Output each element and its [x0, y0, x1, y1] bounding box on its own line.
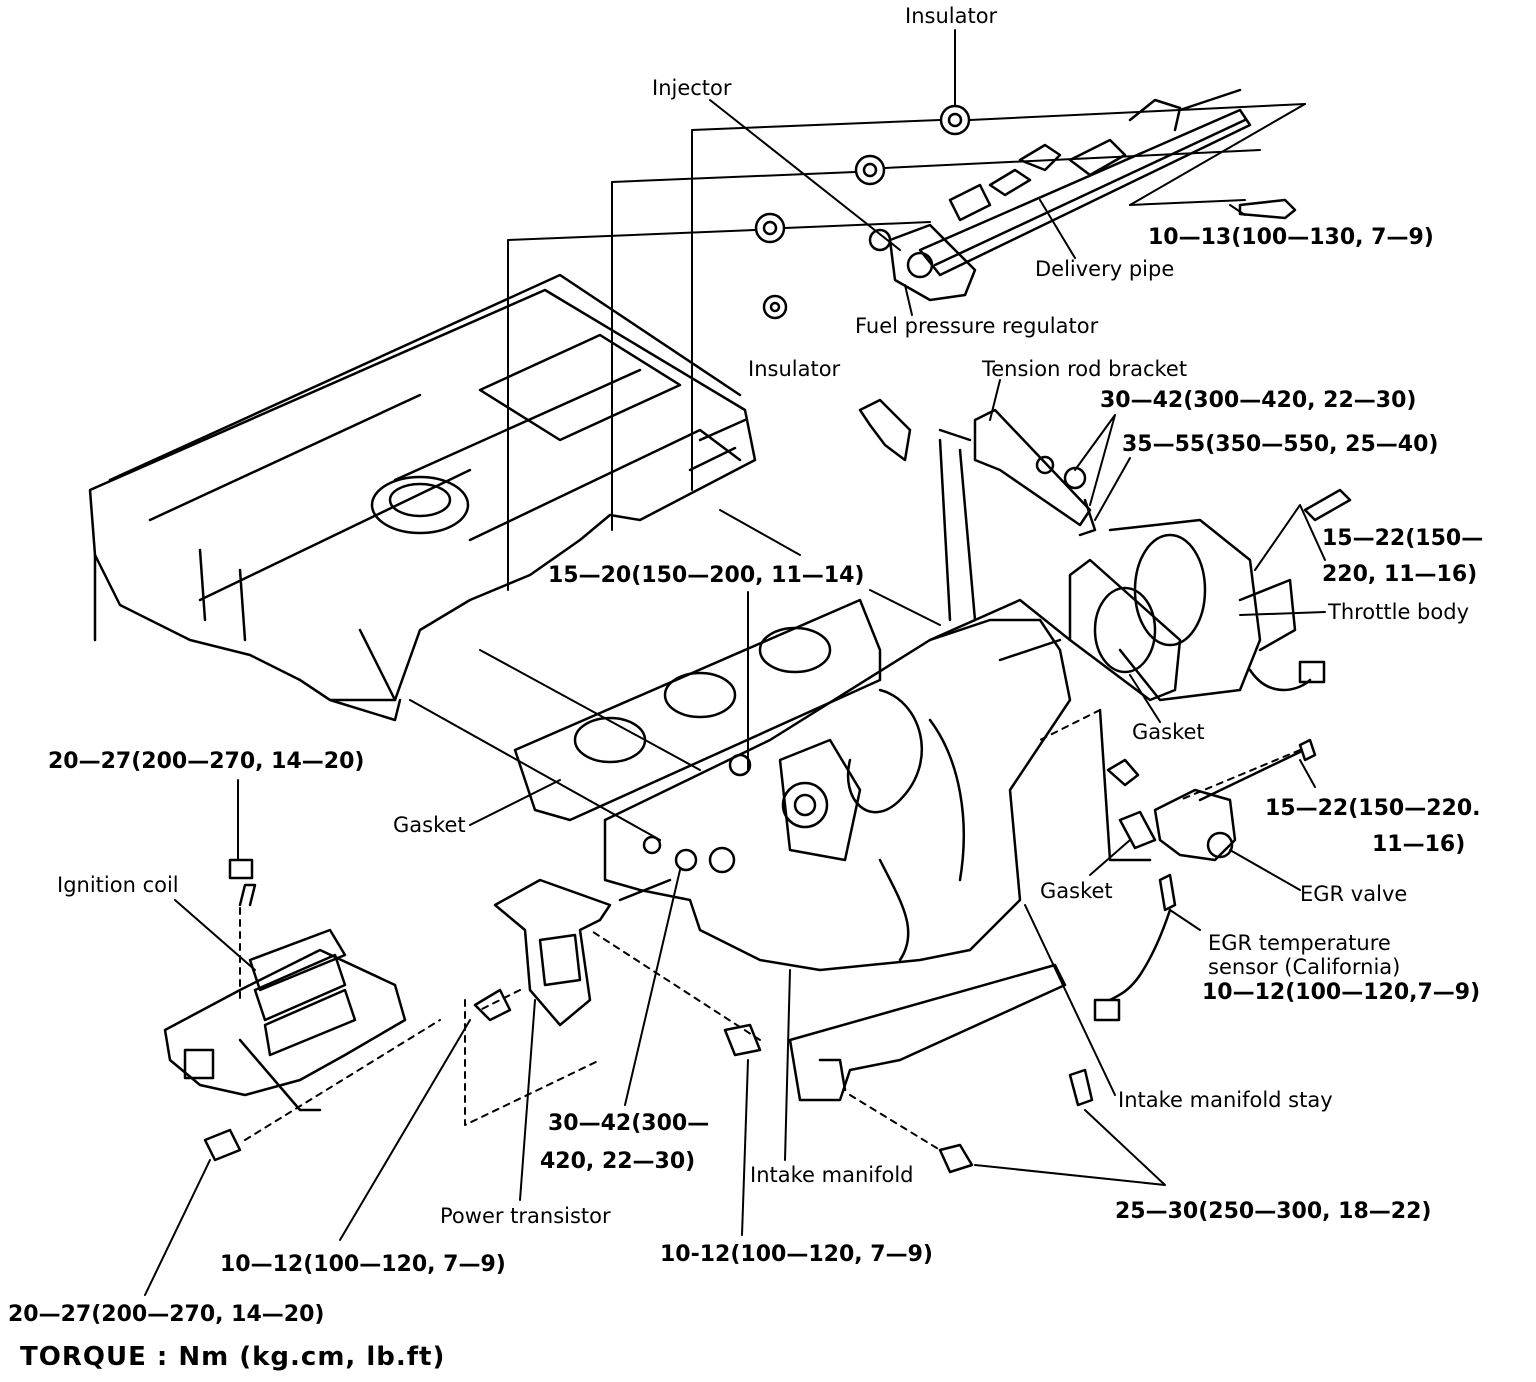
ignition-coil-assembly	[163, 858, 407, 1112]
torque-tension-rod-2: 35—55(350—550, 25—40)	[1122, 432, 1439, 457]
torque-delivery-pipe-bolt: 10—13(100—130, 7—9)	[1148, 225, 1434, 250]
torque-coil-top: 20—27(200—270, 14—20)	[48, 749, 365, 774]
label-gasket-egr: Gasket	[1040, 879, 1113, 903]
egr-temperature-sensor	[1093, 873, 1177, 1022]
label-fuel-pressure-regulator: Fuel pressure regulator	[855, 314, 1099, 338]
cylinder-head-cover	[88, 273, 757, 722]
leader-lines	[144, 29, 1326, 1296]
throttle-body-assembly	[1068, 488, 1352, 702]
dashed-leader-lines	[239, 709, 1301, 1151]
label-egr-temp-sensor-1: EGR temperature	[1208, 931, 1391, 955]
insulators	[754, 104, 971, 320]
label-power-transistor: Power transistor	[440, 1204, 611, 1228]
label-insulator-top: Insulator	[905, 4, 998, 28]
torque-coil-bracket: 10—12(100—120, 7—9)	[220, 1252, 506, 1277]
torque-power-transistor-2: 420, 22—30)	[540, 1149, 696, 1174]
label-intake-manifold-stay: Intake manifold stay	[1118, 1088, 1333, 1112]
torque-stay-bolts: 25—30(250—300, 18—22)	[1115, 1199, 1432, 1224]
torque-tension-rod-1: 30—42(300—420, 22—30)	[1100, 388, 1417, 413]
power-transistor-bracket	[493, 878, 672, 1027]
torque-units-legend: TORQUE : Nm (kg.cm, lb.ft)	[20, 1342, 446, 1372]
label-egr-valve: EGR valve	[1300, 882, 1408, 906]
torque-egr-valve-2: 11—16)	[1372, 832, 1466, 857]
intake-manifold-stay	[788, 963, 1067, 1102]
label-injector: Injector	[652, 76, 732, 100]
intake-manifold-body	[603, 598, 1072, 972]
label-tension-rod-bracket: Tension rod bracket	[982, 357, 1188, 381]
torque-manifold-nuts: 15—20(150—200, 11—14)	[548, 563, 865, 588]
torque-egr-sensor: 10—12(100—120,7—9)	[1202, 980, 1481, 1005]
transistor-bolt	[723, 1023, 762, 1057]
label-delivery-pipe: Delivery pipe	[1035, 257, 1175, 281]
label-gasket-throttle: Gasket	[1132, 720, 1205, 744]
label-ignition-coil: Ignition coil	[57, 873, 179, 897]
label-throttle-body: Throttle body	[1328, 600, 1469, 624]
label-gasket-manifold: Gasket	[393, 813, 466, 837]
label-intake-manifold: Intake manifold	[750, 1163, 914, 1187]
tension-rod-bracket	[858, 398, 1097, 622]
torque-coil-bottom: 20—27(200—270, 14—20)	[8, 1302, 325, 1327]
assembly-lines	[409, 103, 1306, 841]
stay-bolts	[938, 1068, 1094, 1174]
torque-throttle-body-2: 220, 11—16)	[1322, 562, 1478, 587]
intake-manifold-gasket	[513, 598, 882, 822]
torque-power-transistor-1: 30—42(300—	[548, 1111, 710, 1136]
torque-egr-valve-1: 15—22(150—220.	[1265, 796, 1481, 821]
delivery-pipe-bolt	[1238, 198, 1297, 220]
label-egr-temp-sensor-2: sensor (California)	[1208, 955, 1401, 979]
torque-transistor-bolt: 10-12(100—120, 7—9)	[660, 1242, 933, 1267]
label-insulator-mid: Insulator	[748, 357, 841, 381]
torque-throttle-body-1: 15—22(150—	[1322, 526, 1484, 551]
coil-bolts	[203, 988, 512, 1162]
